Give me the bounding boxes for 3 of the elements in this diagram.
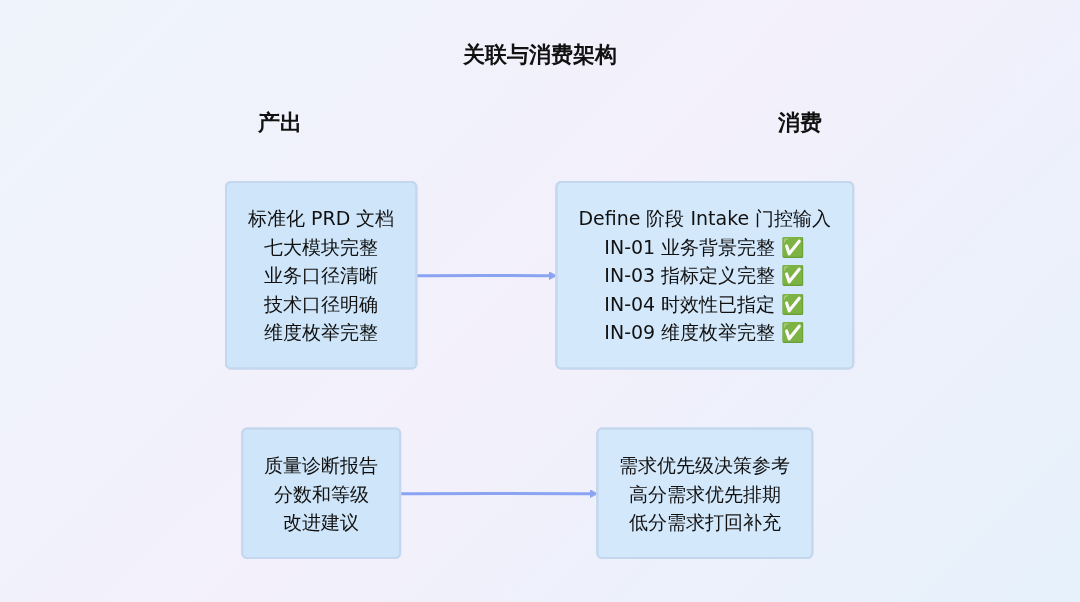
diagram-title: 关联与消费架构: [462, 41, 618, 69]
column-heading: 产出: [257, 109, 303, 137]
column-heading: 消费: [777, 109, 823, 137]
